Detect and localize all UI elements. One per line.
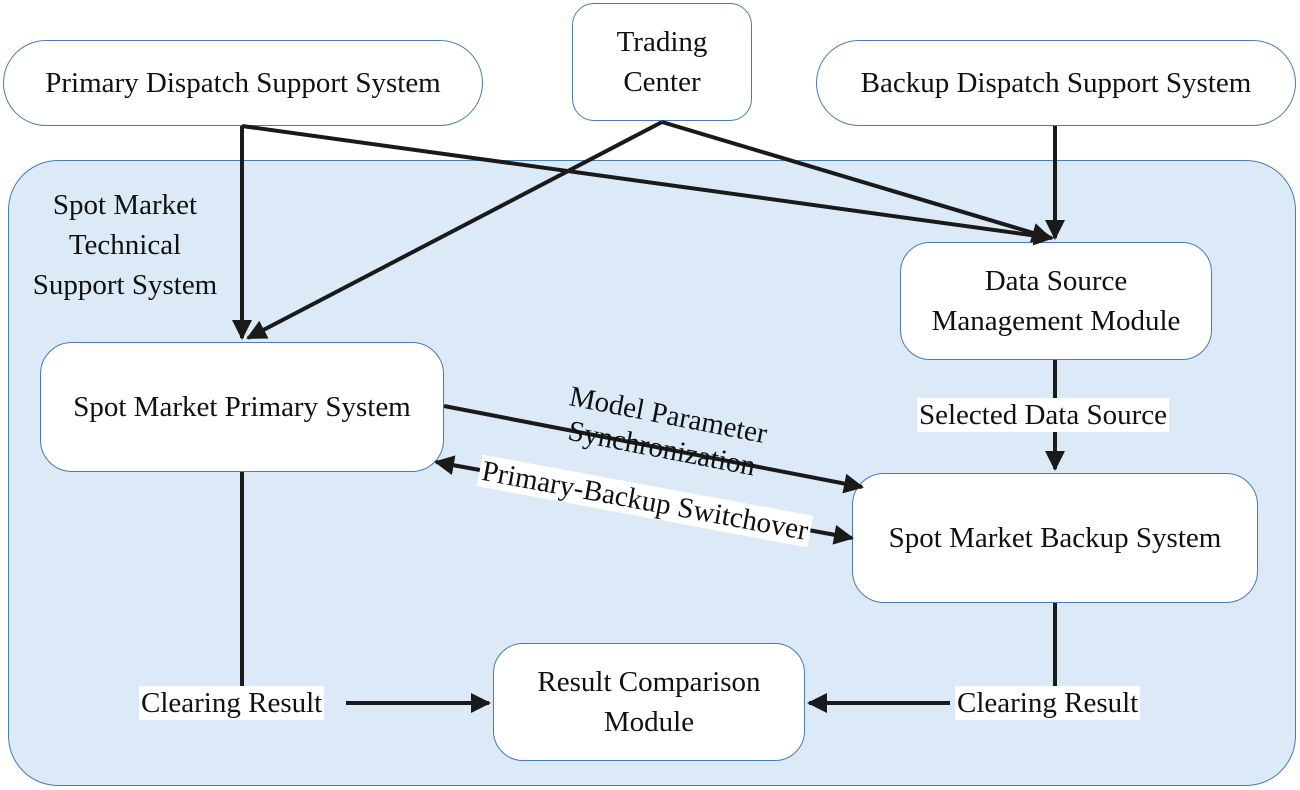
arrow-primary-dispatch-to-data-source — [241, 124, 1054, 246]
arrow-trading-to-data-source — [661, 120, 1052, 243]
clearing-result-left-label: Clearing Result — [139, 686, 325, 720]
clearing-result-right-label: Clearing Result — [955, 686, 1141, 720]
result-comparison-module: Result Comparison Module — [493, 643, 805, 761]
selected-data-source-label: Selected Data Source — [917, 398, 1170, 432]
container-label: Spot Market Technical Support System — [32, 189, 218, 301]
backup-dispatch-support-system: Backup Dispatch Support System — [816, 40, 1296, 126]
spot-market-primary-system: Spot Market Primary System — [40, 342, 444, 472]
arrow-trading-to-primary-system — [246, 120, 663, 340]
data-source-management-module: Data Source Management Module — [900, 242, 1212, 360]
primary-dispatch-support-system: Primary Dispatch Support System — [3, 40, 483, 126]
trading-center: Trading Center — [572, 3, 752, 121]
spot-market-backup-system: Spot Market Backup System — [852, 473, 1258, 603]
